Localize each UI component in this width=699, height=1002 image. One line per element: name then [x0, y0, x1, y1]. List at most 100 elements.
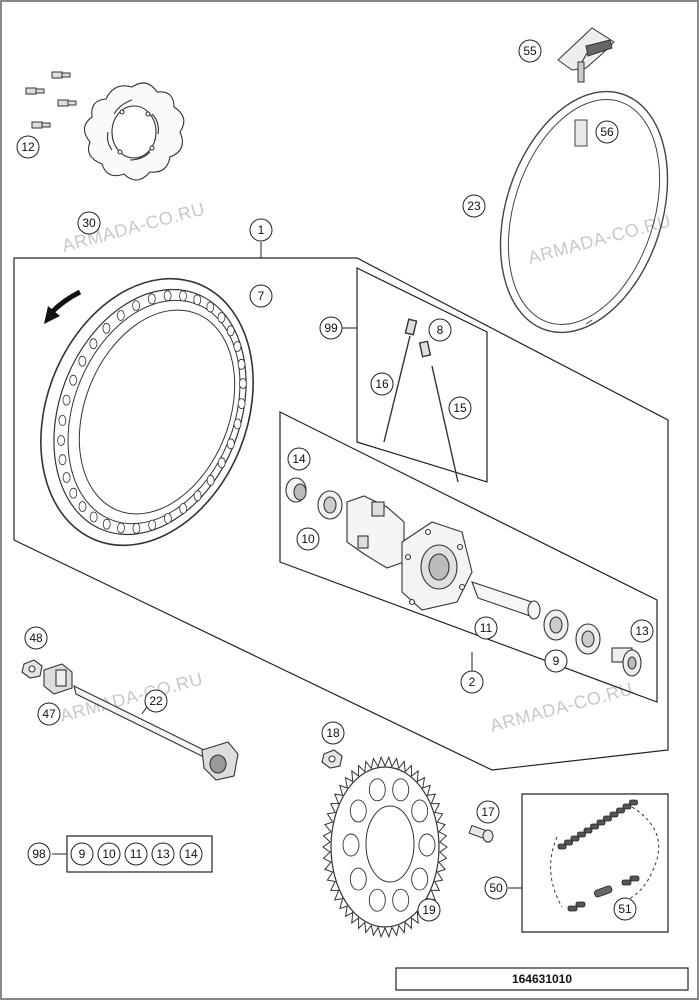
rim-hole	[148, 519, 157, 531]
svg-text:22: 22	[149, 694, 163, 708]
svg-text:11: 11	[130, 847, 143, 861]
rim-hole	[206, 474, 215, 486]
svg-text:2: 2	[469, 675, 476, 689]
spoke-set-box	[356, 267, 488, 483]
hub-collar-part	[611, 647, 642, 677]
callout-12: 12	[16, 135, 40, 159]
wheel-assembly-box	[13, 257, 669, 771]
rim-hole	[58, 454, 67, 466]
rim-hole	[237, 398, 246, 410]
sprocket-lightening-hole	[392, 888, 410, 912]
rim-hole	[206, 301, 215, 313]
svg-text:18: 18	[326, 726, 340, 740]
chain-link	[596, 819, 606, 826]
kit-item: 9	[70, 842, 94, 866]
wheel-rim-part	[40, 277, 254, 547]
rim-hole	[62, 472, 71, 483]
svg-text:30: 30	[82, 216, 96, 230]
chain-dashed-loop	[611, 806, 660, 908]
callout-51: 51	[613, 897, 637, 921]
svg-text:9: 9	[553, 654, 560, 668]
svg-text:14: 14	[292, 452, 306, 466]
svg-text:99: 99	[324, 321, 338, 335]
rim-hole	[179, 503, 188, 514]
rim-hole	[102, 518, 111, 530]
sprocket-nut-part	[321, 749, 343, 769]
sprocket-lightening-hole	[368, 778, 386, 802]
svg-text:16: 16	[375, 377, 389, 391]
svg-text:1: 1	[258, 223, 265, 237]
sprocket-lightening-hole	[349, 799, 367, 823]
rim-hole	[147, 293, 156, 305]
rim-hole	[163, 513, 172, 524]
rim-hole	[69, 374, 78, 386]
svg-text:19: 19	[422, 903, 436, 917]
rim-hole	[132, 300, 141, 312]
sprocket-lightening-hole	[418, 833, 436, 857]
rim-band-part	[499, 90, 669, 334]
callout-17: 17	[476, 800, 500, 824]
svg-text:8: 8	[437, 323, 444, 337]
document-number: 164631010	[512, 972, 572, 986]
svg-text:56: 56	[600, 125, 614, 139]
chain-part	[557, 799, 640, 912]
svg-text:23: 23	[467, 199, 481, 213]
hub-spacer-part	[471, 581, 541, 620]
svg-text:47: 47	[42, 707, 56, 721]
svg-text:48: 48	[29, 631, 43, 645]
svg-text:7: 7	[258, 289, 265, 303]
svg-text:11: 11	[480, 621, 493, 635]
sprocket-lightening-hole	[342, 833, 360, 857]
callout-15: 15	[448, 396, 472, 420]
chain-link	[622, 803, 632, 810]
rim-hole	[132, 522, 141, 534]
chain-link	[575, 901, 586, 908]
watermark: ARMADA-CO.RU	[488, 678, 635, 735]
hub-bearings-part	[543, 609, 601, 655]
rim-hole	[193, 490, 202, 502]
chain-link	[577, 831, 586, 838]
rotation-arrow	[50, 289, 82, 314]
rim-hole	[226, 438, 235, 450]
chain-link	[616, 807, 625, 814]
callout-55: 55	[518, 39, 542, 63]
chain-link	[590, 823, 599, 830]
rim-hole	[233, 341, 242, 352]
svg-text:55: 55	[523, 44, 537, 58]
svg-text:10: 10	[102, 847, 116, 861]
callout-13: 13	[630, 619, 654, 643]
master-link-part	[593, 885, 613, 898]
axle-nut-part	[21, 659, 43, 679]
rim-hole	[233, 418, 242, 430]
sprocket-bolt-part	[468, 824, 494, 843]
chain-link	[583, 827, 593, 834]
rim-hole	[57, 435, 65, 446]
kit-item: 10	[97, 842, 121, 866]
watermark: ARMADA-CO.RU	[526, 210, 673, 267]
rim-hole	[58, 414, 67, 426]
callout-2: 2	[460, 670, 484, 694]
chain-box	[521, 793, 669, 933]
rim-hole	[238, 378, 247, 389]
svg-text:98: 98	[32, 847, 46, 861]
rim-hole	[163, 290, 172, 302]
callout-18: 18	[321, 721, 345, 745]
sprocket-lightening-hole	[349, 867, 367, 891]
brake-disc-part	[83, 82, 185, 181]
hub-assembly-box	[279, 411, 658, 703]
hub-part	[285, 477, 473, 611]
rim-hole	[217, 312, 226, 323]
sprocket-lightening-hole	[368, 888, 386, 912]
disc-bolts-part	[25, 71, 77, 129]
rim-hole	[69, 487, 78, 499]
rear-sprocket-part	[322, 755, 448, 939]
document-number-box	[395, 967, 689, 991]
callout-1: 1	[249, 218, 273, 242]
rim-hole	[78, 501, 87, 512]
callout-11: 11	[474, 616, 498, 640]
callout-14: 14	[287, 447, 311, 471]
callout-9: 9	[544, 649, 568, 673]
rim-hole	[179, 290, 187, 302]
svg-text:9: 9	[79, 847, 86, 861]
